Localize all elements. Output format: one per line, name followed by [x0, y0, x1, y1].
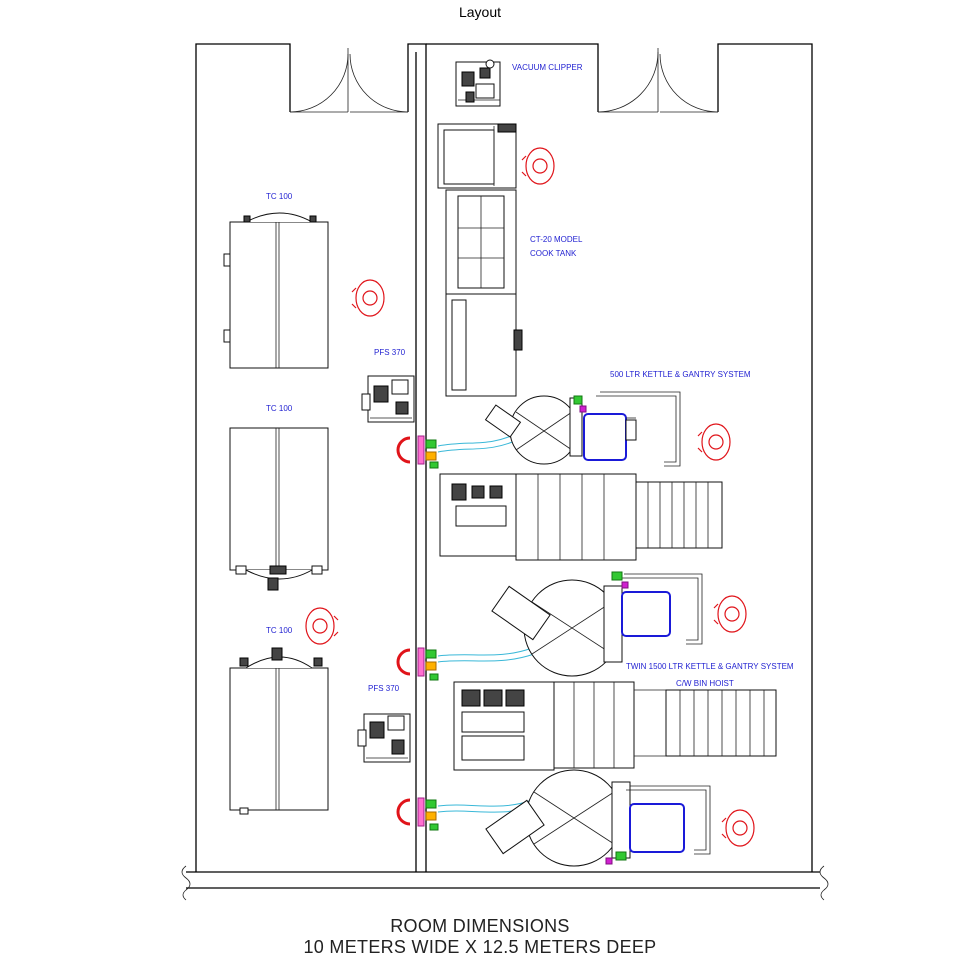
pfs370-top-label: PFS 370 [374, 348, 406, 357]
pfs370-bottom-label: PFS 370 [368, 684, 400, 693]
pfs370-bottom [357, 713, 411, 763]
operator-icon-tc100-top [351, 279, 385, 317]
operator-icon-ct20 [521, 147, 555, 185]
kettle-1500-upper [491, 571, 703, 677]
ct20-label-line2: COOK TANK [530, 249, 577, 258]
tc100-bottom-label: TC 100 [266, 626, 293, 635]
door-left [289, 48, 409, 113]
kettle500-label: 500 LTR KETTLE & GANTRY SYSTEM [610, 370, 751, 379]
bin-hoist-middle [453, 681, 777, 771]
tc100-middle [229, 427, 329, 591]
room-walls [181, 43, 829, 901]
room-dimensions-title: ROOM DIMENSIONS [390, 916, 570, 936]
bin-hoist-top [439, 473, 723, 561]
twin-kettle-label-line2: C/W BIN HOIST [676, 679, 734, 688]
operator-icon-kettle1500-upper [713, 595, 747, 633]
page-title: Layout [458, 4, 502, 20]
kettle-1500-lower [485, 769, 711, 867]
ct20-cook-tank [437, 123, 523, 397]
tc100-top-label: TC 100 [266, 192, 293, 201]
tc100-top [223, 212, 329, 369]
room-dimensions-size: 10 METERS WIDE X 12.5 METERS DEEP [303, 937, 657, 957]
operator-icon-kettle500 [697, 423, 731, 461]
pfs370-top [361, 375, 415, 423]
tc100-middle-label: TC 100 [266, 404, 293, 413]
kettle-500 [484, 391, 681, 467]
pump-bottom [396, 797, 439, 831]
pump-middle [396, 647, 439, 681]
operator-icon-kettle1500-lower [721, 809, 755, 847]
ct20-label-line1: CT-20 MODEL [530, 235, 583, 244]
twin-kettle-label-line1: TWIN 1500 LTR KETTLE & GANTRY SYSTEM [626, 662, 794, 671]
door-right [597, 48, 719, 113]
operator-icon-tc100-bottom [305, 607, 339, 645]
vacuum-clipper [455, 59, 501, 107]
vacuum-clipper-label: VACUUM CLIPPER [512, 63, 583, 72]
tc100-bottom [229, 647, 329, 815]
room-dimensions: ROOM DIMENSIONS 10 METERS WIDE X 12.5 ME… [0, 916, 960, 958]
pump-top [396, 435, 439, 469]
